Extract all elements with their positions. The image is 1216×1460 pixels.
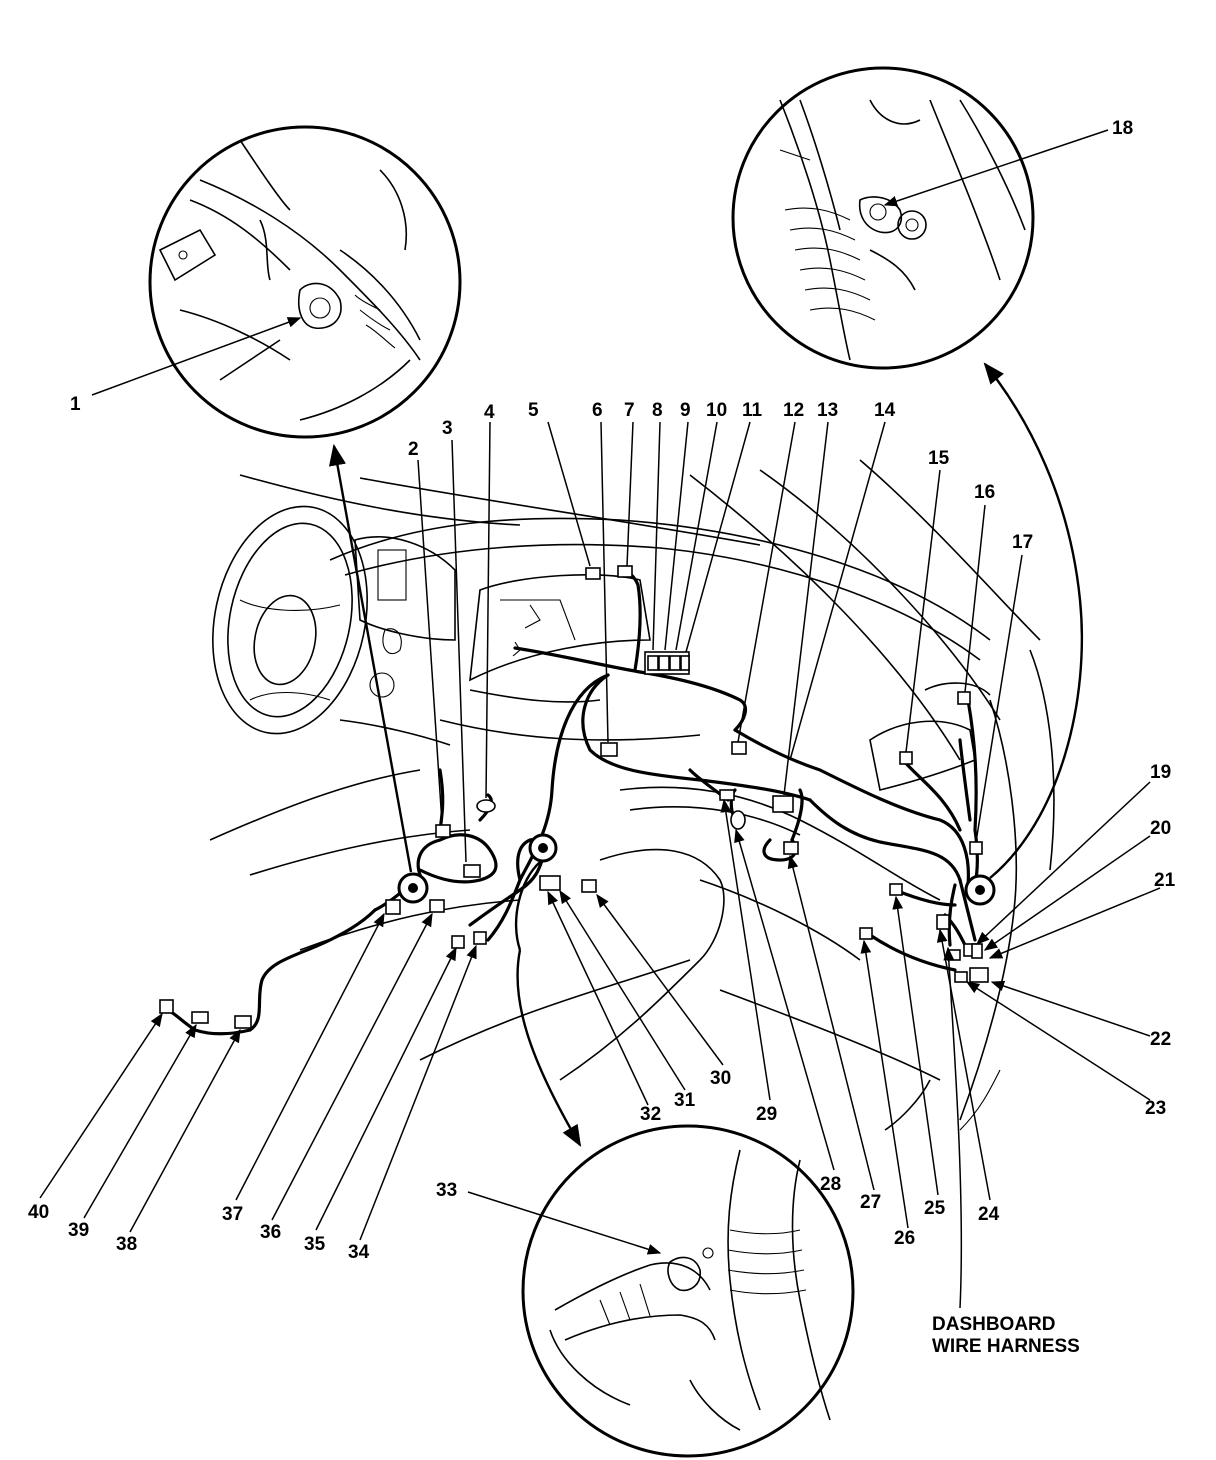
callout-37: 37 [222, 1204, 243, 1225]
callout-6: 6 [592, 400, 603, 421]
callout-15: 15 [928, 448, 950, 469]
connector-21 [947, 949, 961, 961]
callout-40: 40 [28, 1202, 49, 1223]
connector-37 [385, 899, 401, 915]
callout-5: 5 [528, 400, 539, 421]
callout-35: 35 [304, 1234, 326, 1255]
harness-label-line2: WIRE HARNESS [932, 1336, 1080, 1357]
connector-20 [971, 943, 983, 959]
connector-3 [463, 864, 481, 878]
connector-31 [539, 875, 561, 891]
callout-11: 11 [742, 400, 763, 421]
connector-28 [730, 810, 746, 830]
connector-34 [473, 931, 487, 945]
connector-26 [859, 927, 873, 940]
connector-35 [451, 935, 465, 949]
dashboard-wire-harness [163, 568, 979, 1036]
connector-17 [969, 841, 983, 855]
connector-6 [600, 742, 618, 757]
detail-view-1 [148, 125, 462, 439]
callout-38: 38 [116, 1234, 137, 1255]
connector-7 [617, 565, 633, 578]
callout-26: 26 [894, 1228, 915, 1249]
callout-14: 14 [874, 400, 896, 421]
callout-2: 2 [408, 439, 419, 460]
callout-24: 24 [978, 1204, 1000, 1225]
callout-7: 7 [624, 400, 635, 421]
callout-16: 16 [974, 482, 995, 503]
connector-25 [889, 883, 903, 896]
callout-13: 13 [817, 400, 838, 421]
connector-39 [191, 1011, 209, 1024]
connector-36 [429, 899, 445, 913]
connector-30 [581, 879, 597, 893]
callout-34: 34 [348, 1242, 370, 1263]
callout-12: 12 [783, 400, 804, 421]
callout-8: 8 [652, 400, 663, 421]
callout-28: 28 [820, 1174, 841, 1195]
callout-9: 9 [680, 400, 691, 421]
callout-23: 23 [1145, 1098, 1166, 1119]
callout-3: 3 [442, 418, 453, 439]
connector-27 [783, 841, 799, 855]
callout-numbers: 1 2 3 4 5 6 7 8 9 10 11 12 13 14 15 16 1… [28, 118, 1176, 1263]
connector-23 [954, 971, 968, 983]
callout-39: 39 [68, 1220, 89, 1241]
callout-1: 1 [70, 394, 81, 415]
connector-13 [772, 795, 794, 813]
callout-4: 4 [484, 402, 495, 423]
connector-4 [476, 799, 496, 813]
callout-18: 18 [1112, 118, 1133, 139]
callout-25: 25 [924, 1198, 946, 1219]
callout-27: 27 [860, 1192, 881, 1213]
connector-22 [969, 967, 989, 983]
detail-arrows [328, 362, 1084, 1147]
callout-30: 30 [710, 1068, 731, 1089]
callout-21: 21 [1154, 870, 1176, 891]
callout-33: 33 [436, 1180, 457, 1201]
callout-19: 19 [1150, 762, 1171, 783]
harness-label: DASHBOARD WIRE HARNESS [932, 1314, 1080, 1357]
callout-17: 17 [1012, 532, 1033, 553]
grommet-center [528, 833, 558, 863]
connector-38 [234, 1015, 252, 1029]
grommet-left [397, 872, 429, 904]
harness-label-line1: DASHBOARD [932, 1314, 1056, 1335]
callout-31: 31 [674, 1090, 696, 1111]
callout-20: 20 [1150, 818, 1171, 839]
callout-36: 36 [260, 1222, 281, 1243]
detail-view-33 [521, 1124, 855, 1458]
connector-15 [899, 751, 913, 765]
callout-10: 10 [706, 400, 727, 421]
callout-32: 32 [640, 1104, 661, 1125]
callout-leaders [39, 129, 1161, 1309]
connector-24 [936, 914, 950, 930]
connector-12 [731, 741, 747, 755]
connector-5 [585, 567, 601, 580]
callout-29: 29 [756, 1104, 777, 1125]
callout-22: 22 [1150, 1029, 1171, 1050]
connector-16 [957, 691, 971, 705]
connector-2 [435, 824, 451, 838]
detail-view-18 [731, 66, 1035, 370]
connector-40 [159, 999, 174, 1014]
dashboard-outline [209, 459, 1055, 1131]
connector-29 [719, 789, 735, 801]
grommet-right [964, 874, 996, 906]
